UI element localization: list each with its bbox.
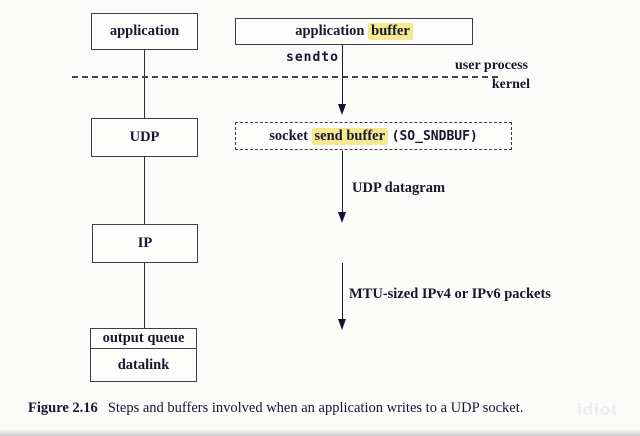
socket-buffer-pre: socket	[269, 127, 308, 144]
application-label: application	[109, 23, 180, 40]
application-buffer-pre: application	[295, 23, 365, 40]
arrow-mtu-packets-shaft	[342, 263, 343, 319]
application-buffer-box: application buffer	[235, 18, 473, 45]
page-bottom-edge	[0, 429, 640, 436]
udp-box: UDP	[91, 118, 198, 157]
figure-caption-text: Steps and buffers involved when an appli…	[107, 400, 524, 416]
watermark-text: idiot	[577, 400, 618, 419]
arrow-udp-datagram-head	[338, 212, 346, 223]
connector-app-udp	[144, 50, 145, 118]
udp-label: UDP	[129, 129, 160, 146]
output-queue-label: output queue	[102, 330, 185, 347]
output-queue-row: output queue	[91, 329, 196, 349]
user-process-label: user process	[455, 58, 528, 73]
figure-number: Figure 2.16	[28, 400, 98, 416]
so-sndbuf-code: (SO_SNDBUF)	[391, 128, 478, 144]
arrow-sendto-head	[338, 104, 346, 115]
application-box: application	[91, 13, 198, 50]
application-buffer-highlight: buffer	[368, 23, 413, 41]
ip-box: IP	[92, 224, 198, 263]
socket-send-buffer-label: socket send buffer (SO_SNDBUF)	[269, 127, 478, 145]
figure-caption: Figure 2.16 Steps and buffers involved wh…	[28, 400, 523, 417]
mtu-packets-label: MTU-sized IPv4 or IPv6 packets	[349, 286, 551, 302]
connector-ip-datalink	[144, 263, 145, 328]
datalink-row: datalink	[91, 349, 196, 381]
arrow-mtu-packets-head	[338, 319, 346, 330]
socket-send-buffer-box: socket send buffer (SO_SNDBUF)	[235, 122, 512, 150]
socket-buffer-highlight: send buffer	[311, 127, 389, 145]
sendto-label: sendto	[286, 50, 339, 65]
application-buffer-label: application buffer	[295, 23, 413, 41]
datalink-label: datalink	[117, 356, 170, 373]
arrow-sendto-shaft	[342, 45, 343, 105]
kernel-label: kernel	[491, 77, 530, 92]
udp-datagram-label: UDP datagram	[352, 180, 446, 196]
connector-udp-ip	[144, 157, 145, 224]
user-kernel-boundary-line	[72, 76, 498, 78]
ip-label: IP	[137, 235, 153, 252]
datalink-box: output queue datalink	[90, 328, 197, 382]
arrow-udp-datagram-shaft	[342, 151, 343, 212]
